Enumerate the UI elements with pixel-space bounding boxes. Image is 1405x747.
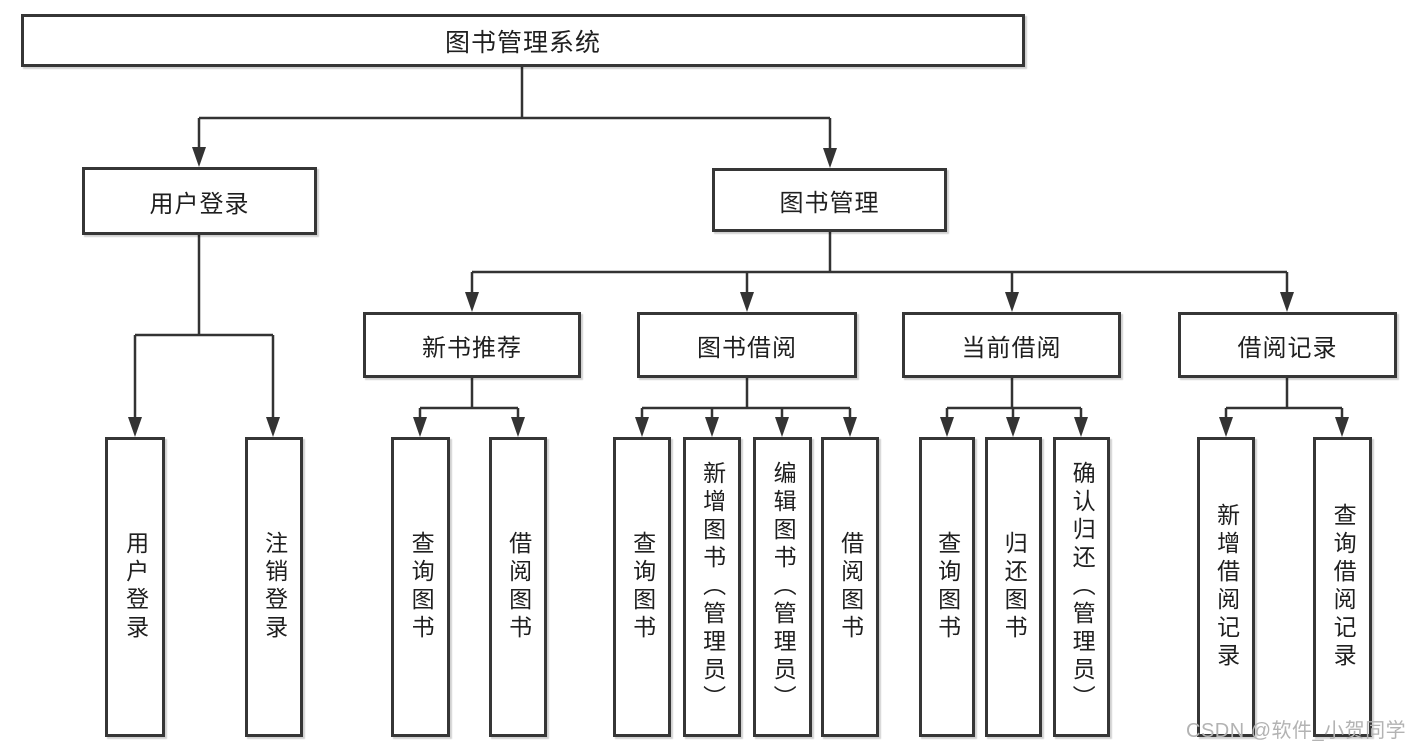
leaf-borrowing-query-books: 查询图书 bbox=[613, 437, 671, 737]
leaf-current-return-books: 归还图书 bbox=[985, 437, 1042, 737]
csdn-watermark: CSDN @软件_小贺同学 bbox=[1186, 720, 1405, 742]
node-new-book-recommend: 新书推荐 bbox=[363, 312, 581, 378]
leaf-logout: 注销登录 bbox=[245, 437, 303, 737]
node-book-borrowing: 图书借阅 bbox=[637, 312, 857, 378]
leaf-user-login-label: 用户登录 bbox=[122, 531, 149, 643]
node-book-management: 图书管理 bbox=[712, 168, 947, 232]
leaf-borrowing-borrow-books-label: 借阅图书 bbox=[837, 531, 864, 643]
leaf-current-confirm-return-label: 确认归还（管理员） bbox=[1069, 461, 1096, 713]
leaf-borrowing-edit-books-label: 编辑图书（管理员） bbox=[770, 461, 797, 713]
node-user-login-group: 用户登录 bbox=[82, 167, 317, 235]
arrowheads bbox=[128, 147, 1349, 437]
leaf-records-add-record-label: 新增借阅记录 bbox=[1213, 503, 1240, 671]
leaf-borrowing-edit-books: 编辑图书（管理员） bbox=[753, 437, 812, 737]
node-borrow-records: 借阅记录 bbox=[1178, 312, 1397, 378]
leaf-current-query-books-label: 查询图书 bbox=[934, 531, 961, 643]
leaf-records-query-record-label: 查询借阅记录 bbox=[1330, 503, 1357, 671]
leaf-borrowing-query-books-label: 查询图书 bbox=[629, 531, 656, 643]
leaf-borrowing-add-books: 新增图书（管理员） bbox=[683, 437, 741, 737]
leaf-newbook-query-books-label: 查询图书 bbox=[408, 531, 435, 643]
leaf-records-add-record: 新增借阅记录 bbox=[1197, 437, 1255, 737]
leaf-records-query-record: 查询借阅记录 bbox=[1313, 437, 1372, 737]
leaf-borrowing-add-books-label: 新增图书（管理员） bbox=[699, 461, 726, 713]
node-system-root: 图书管理系统 bbox=[21, 14, 1025, 67]
node-current-borrowing: 当前借阅 bbox=[902, 312, 1121, 378]
leaf-newbook-query-books: 查询图书 bbox=[391, 437, 450, 737]
leaf-logout-label: 注销登录 bbox=[261, 531, 288, 643]
leaf-user-login: 用户登录 bbox=[105, 437, 165, 737]
leaf-current-confirm-return: 确认归还（管理员） bbox=[1053, 437, 1110, 737]
leaf-current-return-books-label: 归还图书 bbox=[1001, 531, 1028, 643]
leaf-newbook-borrow-books: 借阅图书 bbox=[489, 437, 547, 737]
leaf-current-query-books: 查询图书 bbox=[919, 437, 975, 737]
leaf-borrowing-borrow-books: 借阅图书 bbox=[821, 437, 879, 737]
leaf-newbook-borrow-books-label: 借阅图书 bbox=[505, 531, 532, 643]
